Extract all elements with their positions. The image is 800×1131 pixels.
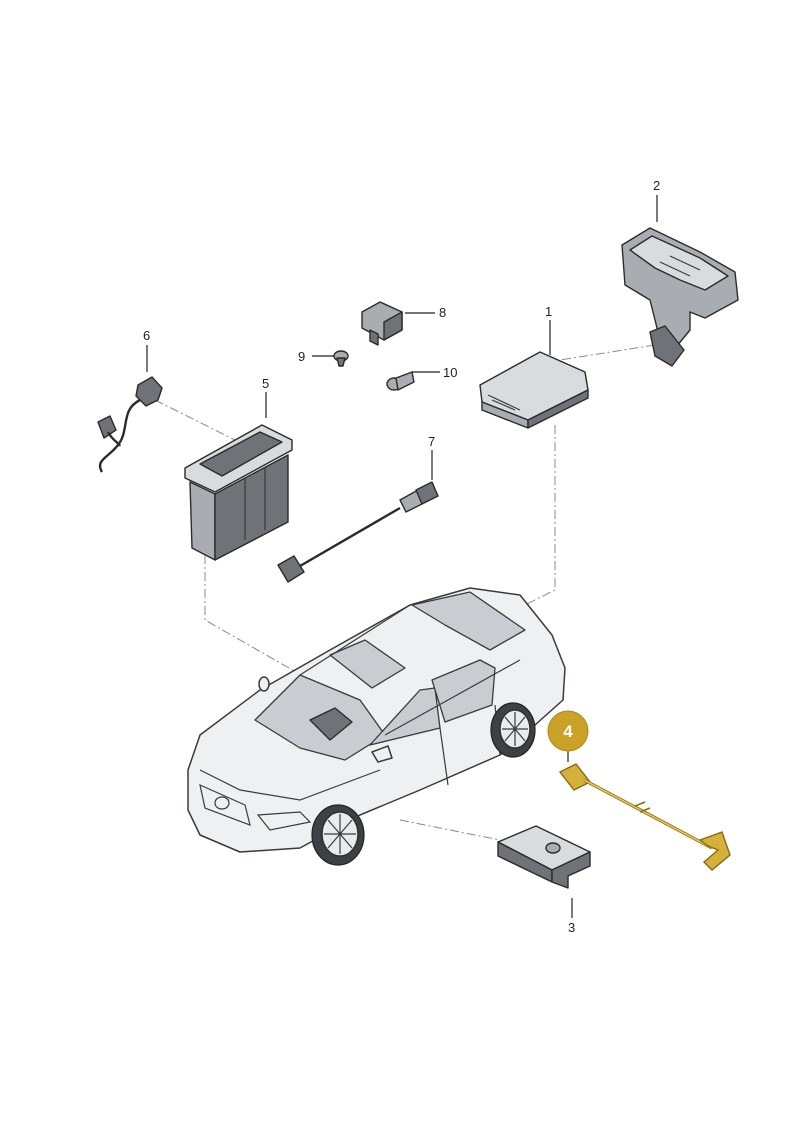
callout-7: 7: [428, 434, 435, 449]
part-3-holder: [497, 825, 591, 889]
dash-2-to-1: [559, 344, 656, 361]
callout-9: 9: [298, 349, 305, 364]
part-7-cable: [277, 481, 439, 583]
callout-4: 4: [563, 722, 573, 741]
part-8-connector: [361, 301, 403, 346]
car-rear-window: [411, 591, 526, 651]
part-6-cable: [97, 376, 163, 473]
callout-1: 1: [545, 304, 552, 319]
part-5-compartment: [184, 424, 293, 561]
callout-6: 6: [143, 328, 150, 343]
part-9-screw: [333, 350, 349, 367]
dash-car-to-3: [399, 819, 501, 841]
callout-4-badge[interactable]: 4: [547, 710, 589, 752]
part-10-bolt: [386, 371, 415, 391]
part-1-control-module: [479, 351, 589, 429]
callout-5: 5: [262, 376, 269, 391]
callouts: 1 2 3 5 6 7 8 9 10 4: [143, 178, 660, 935]
callout-10: 10: [443, 365, 457, 380]
highlight-badge[interactable]: [547, 710, 589, 752]
callout-2: 2: [653, 178, 660, 193]
callout-3: 3: [568, 920, 575, 935]
part-4-cable-highlighted: [558, 763, 731, 871]
dash-6-to-5: [154, 399, 236, 441]
leader-lines: [146, 195, 658, 918]
car-illustration: [187, 587, 566, 866]
dash-1-to-car: [514, 425, 556, 611]
part-2-bracket: [621, 227, 739, 367]
callout-8: 8: [439, 305, 446, 320]
car-sunroof: [329, 639, 406, 689]
